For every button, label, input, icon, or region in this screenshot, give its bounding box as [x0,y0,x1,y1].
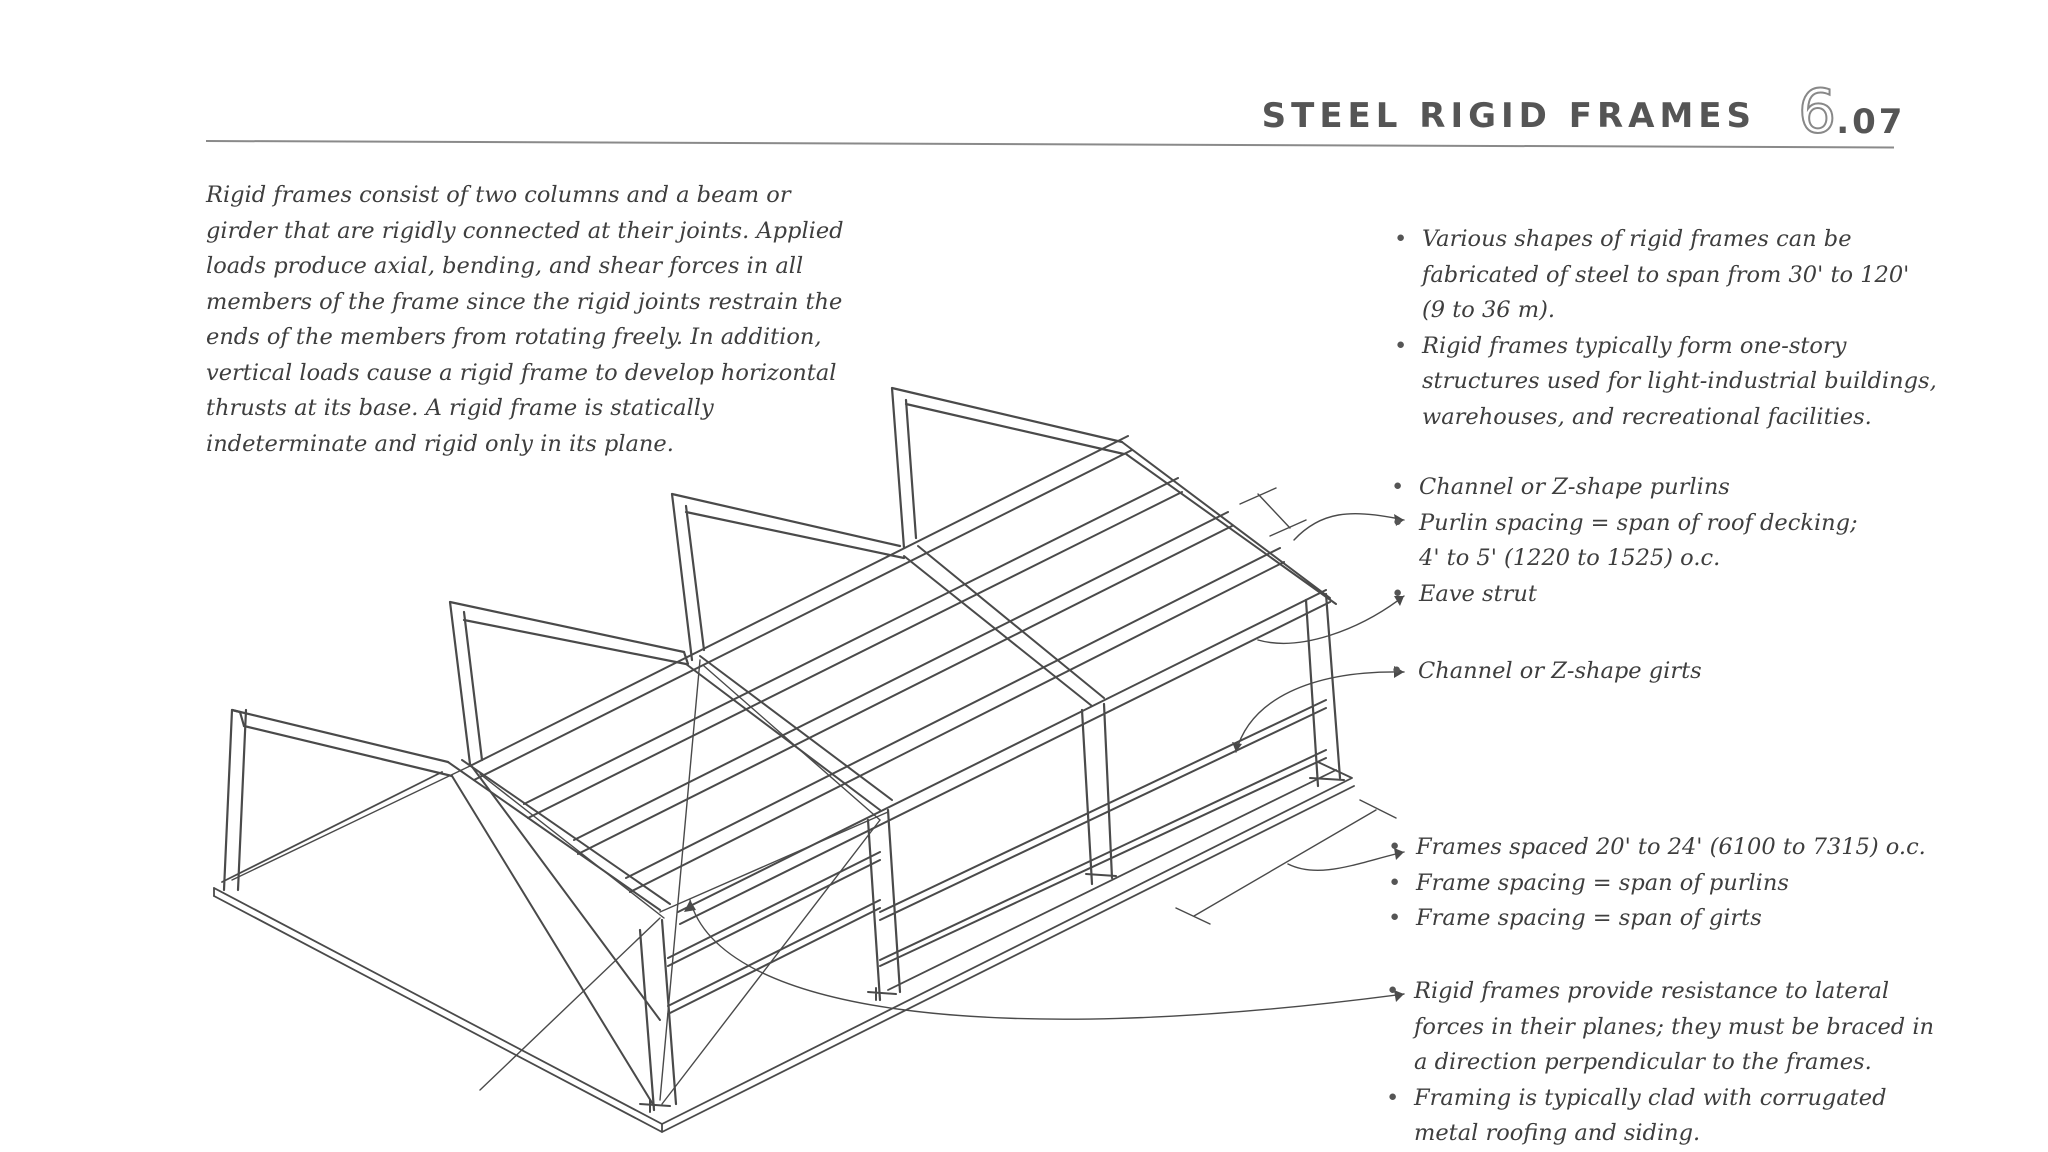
section-minor: .07 [1836,102,1906,142]
bullet: • [1386,1084,1400,1111]
section-major: 6 [1797,77,1837,147]
purlins [469,435,1331,925]
bullet: • [1388,905,1402,931]
note-item: •Rigid frames provide resistance to late… [1386,974,1934,1081]
note-item: •Framing is typically clad with corrugat… [1386,1081,1934,1152]
diagonal-bracing [231,659,889,1105]
note-item: •Frame spacing = span of purlins [1388,866,1926,902]
note-group-bracing: •Rigid frames provide resistance to late… [1386,974,1934,1152]
leader-lines [689,512,1405,1020]
dimension-lines [1175,487,1397,925]
leader-arrowheads [684,514,1404,1002]
base-plates [639,777,1345,1113]
slab-outline [213,761,1355,1133]
bullet: • [1391,509,1405,536]
rigid-frame-1 [222,708,454,892]
section-number: 6.07 [1797,81,1906,143]
intro-paragraph: Rigid frames consist of two columns and … [206,182,844,457]
note-item: •Eave strut [1391,577,1858,613]
roof-rafters [447,441,1337,1107]
note-group-frame-spacing: •Frames spaced 20' to 24' (6100 to 7315)… [1388,830,1926,937]
note-group-girts: •Channel or Z-shape girts [1390,654,1702,690]
bullet: • [1394,332,1408,359]
near-columns [638,592,1342,1112]
note-group-purlins: •Channel or Z-shape purlins •Purlin spac… [1391,470,1858,613]
note-item: •Channel or Z-shape girts [1390,654,1702,690]
bullet: • [1391,580,1405,607]
note-item: •Channel or Z-shape purlins [1391,470,1858,506]
note-item: •Frames spaced 20' to 24' (6100 to 7315)… [1388,830,1926,866]
bullet: • [1388,869,1402,896]
note-item: •Frame spacing = span of girts [1388,901,1926,937]
bullet: • [1394,226,1408,252]
rigid-frame-4 [890,386,1126,550]
rigid-frame-3 [670,492,906,662]
bullet: • [1391,474,1405,500]
page-header: STEEL RIGID FRAMES 6.07 [0,0,2048,160]
bullet: • [1386,978,1400,1004]
bullet: • [1390,658,1404,684]
note-item: •Purlin spacing = span of roof decking; [1391,506,1858,542]
note-item: 4' to 5' (1220 to 1525) o.c. [1419,545,1721,571]
bullet: • [1388,834,1402,860]
girts [667,699,1327,1015]
chapter-title: STEEL RIGID FRAMES [1261,96,1756,136]
